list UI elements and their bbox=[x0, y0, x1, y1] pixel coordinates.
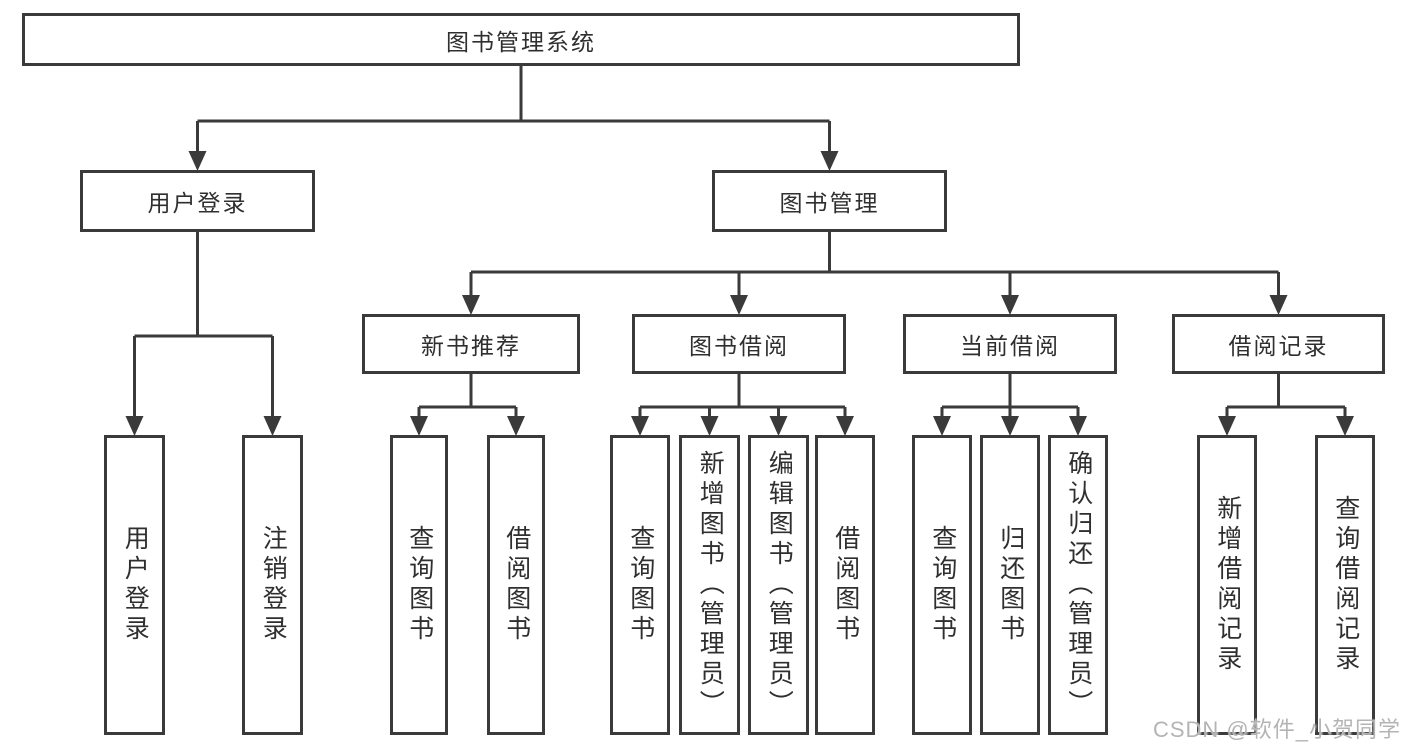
leaf-return-books-label: 归还图书 bbox=[996, 525, 1025, 645]
node-book-borrowing-label: 图书借阅 bbox=[689, 333, 789, 359]
connector-bookborrow-to-leaves bbox=[631, 374, 854, 436]
leaf-borrow-books-1: 借阅图书 bbox=[487, 435, 545, 735]
leaf-query-books-2: 查询图书 bbox=[610, 435, 670, 735]
leaf-query-books-3-label: 查询图书 bbox=[928, 525, 957, 645]
leaf-add-borrow-record-label: 新增借阅记录 bbox=[1213, 495, 1242, 675]
connector-borrowrecords-to-leaves bbox=[1218, 374, 1354, 436]
connector-root-to-level2 bbox=[188, 66, 839, 171]
leaf-borrow-books-2-label: 借阅图书 bbox=[831, 525, 860, 645]
node-borrowing-records: 借阅记录 bbox=[1172, 314, 1385, 374]
leaf-edit-books-admin: 编辑图书（管理员） bbox=[748, 435, 809, 735]
leaf-logout: 注销登录 bbox=[242, 435, 303, 735]
node-user-login: 用户登录 bbox=[80, 170, 315, 232]
leaf-add-books-admin-label: 新增图书（管理员） bbox=[696, 450, 725, 720]
node-current-borrowing: 当前借阅 bbox=[903, 314, 1117, 374]
leaf-logout-label: 注销登录 bbox=[259, 525, 288, 645]
leaf-confirm-return-admin-label: 确认归还（管理员） bbox=[1064, 450, 1093, 720]
node-root-label: 图书管理系统 bbox=[446, 28, 596, 55]
leaf-user-login: 用户登录 bbox=[104, 435, 165, 735]
leaf-query-borrow-record: 查询借阅记录 bbox=[1315, 435, 1375, 735]
node-user-login-label: 用户登录 bbox=[147, 190, 248, 216]
leaf-add-borrow-record: 新增借阅记录 bbox=[1197, 435, 1257, 735]
node-borrowing-records-label: 借阅记录 bbox=[1228, 333, 1329, 359]
node-new-book-recommend: 新书推荐 bbox=[362, 314, 580, 374]
leaf-confirm-return-admin: 确认归还（管理员） bbox=[1048, 435, 1108, 735]
node-book-borrowing: 图书借阅 bbox=[632, 314, 846, 374]
connector-currentborrow-to-leaves bbox=[933, 374, 1087, 436]
leaf-query-borrow-record-label: 查询借阅记录 bbox=[1331, 495, 1360, 675]
node-book-management-label: 图书管理 bbox=[779, 190, 880, 216]
leaf-query-books-1-label: 查询图书 bbox=[405, 525, 434, 645]
leaf-query-books-2-label: 查询图书 bbox=[626, 525, 655, 645]
connector-newbookrec-to-leaves bbox=[410, 374, 525, 436]
node-root: 图书管理系统 bbox=[22, 13, 1020, 66]
connector-bookmgmt-to-level3 bbox=[462, 232, 1288, 315]
connector-userlogin-to-leaves bbox=[125, 232, 282, 436]
leaf-query-books-3: 查询图书 bbox=[912, 435, 972, 735]
leaf-edit-books-admin-label: 编辑图书（管理员） bbox=[765, 450, 794, 720]
leaf-user-login-label: 用户登录 bbox=[121, 525, 150, 645]
leaf-return-books: 归还图书 bbox=[980, 435, 1040, 735]
leaf-add-books-admin: 新增图书（管理员） bbox=[679, 435, 740, 735]
node-book-management: 图书管理 bbox=[712, 170, 947, 232]
watermark: CSDN @软件_小贺同学 bbox=[1152, 717, 1401, 742]
leaf-borrow-books-2: 借阅图书 bbox=[815, 435, 875, 735]
node-new-book-recommend-label: 新书推荐 bbox=[421, 333, 521, 359]
node-current-borrowing-label: 当前借阅 bbox=[960, 333, 1060, 359]
leaf-borrow-books-1-label: 借阅图书 bbox=[502, 525, 531, 645]
leaf-query-books-1: 查询图书 bbox=[390, 435, 448, 735]
